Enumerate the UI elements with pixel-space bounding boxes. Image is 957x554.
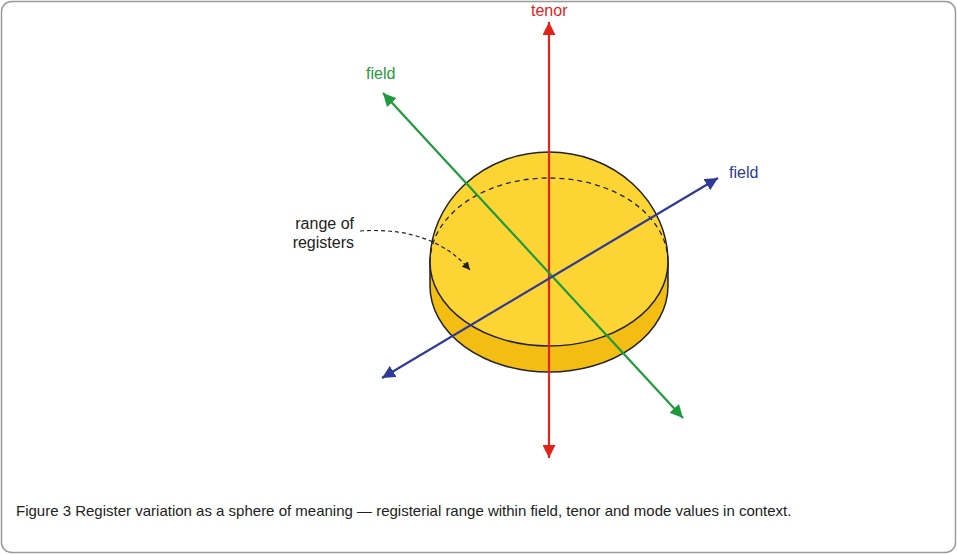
field-axis-blue xyxy=(382,178,718,378)
tenor-axis xyxy=(548,22,550,458)
axis-label: field xyxy=(729,163,758,182)
field-axis-green xyxy=(383,93,683,418)
figure-caption: Figure 3 Register variation as a sphere … xyxy=(16,500,942,522)
callout-label: range of registers xyxy=(282,214,354,252)
pointer-curve xyxy=(360,230,470,270)
axis-label: field xyxy=(366,64,395,83)
axis-label: tenor xyxy=(531,1,567,20)
